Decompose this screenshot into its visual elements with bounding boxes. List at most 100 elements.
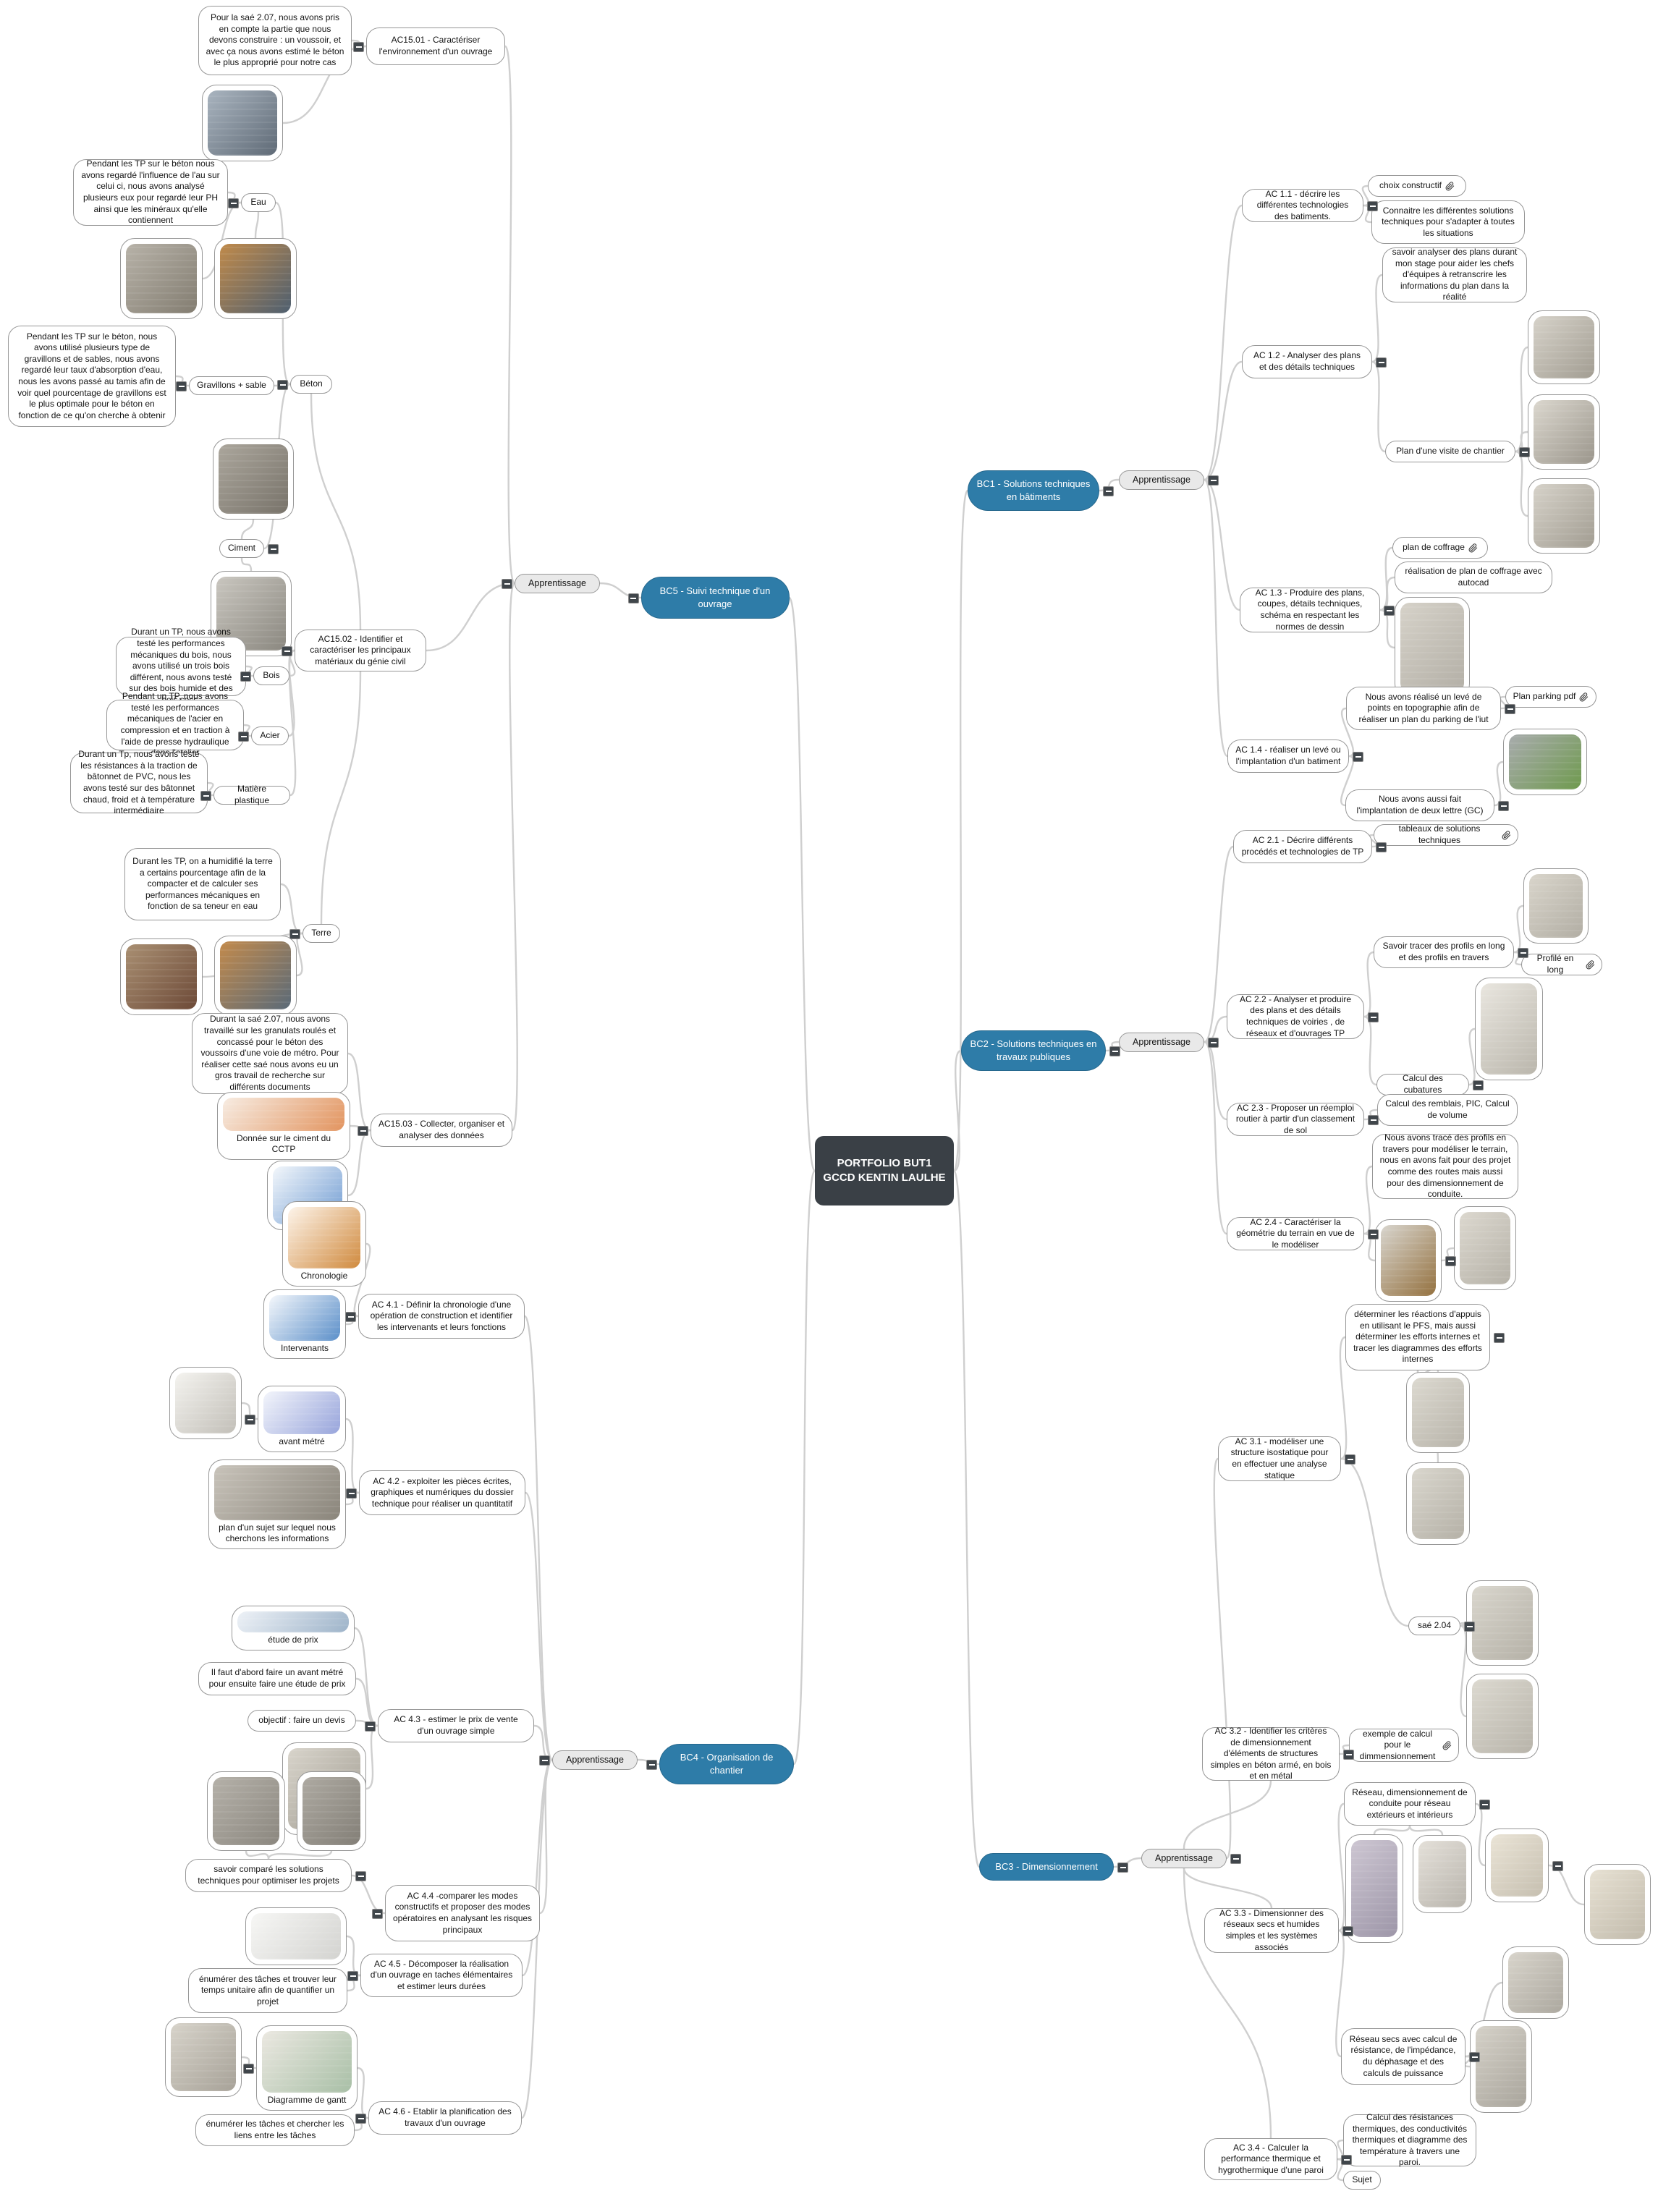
topic-t-savoir[interactable]: savoir comparé les solutions techniques … [185, 1859, 352, 1892]
collapse-button-app2[interactable] [1208, 1038, 1219, 1048]
image-node-i-avmetre[interactable]: avant métré [258, 1386, 346, 1452]
topic-t-leve[interactable]: Nous avons réalisé un levé de points en … [1346, 687, 1501, 730]
topic-t-trace[interactable]: Nous avons tracé des profils en travers … [1372, 1132, 1518, 1199]
topic-t-acier[interactable]: Pendant un TP, nous avons testé les perf… [106, 691, 244, 758]
topic-ac34[interactable]: AC 3.4 - Calculer la performance thermiq… [1204, 2138, 1337, 2180]
collapse-button-t-reseau2[interactable] [1469, 2052, 1480, 2062]
topic-ac22[interactable]: AC 2.2 - Analyser et produire des plans … [1227, 994, 1364, 1039]
apprentissage-pill-app2[interactable]: Apprentissage [1119, 1032, 1204, 1052]
topic-t-enum2[interactable]: énumérer les tâches et chercher les lien… [195, 2114, 355, 2146]
collapse-button-plast[interactable] [200, 791, 211, 801]
image-node-i-interv[interactable]: Intervenants [263, 1289, 346, 1359]
topic-ac44[interactable]: AC 4.4 -comparer les modes constructifs … [385, 1885, 540, 1941]
topic-ac46[interactable]: AC 4.6 - Etablir la planification des tr… [368, 2101, 522, 2135]
collapse-button-n-visite[interactable] [1519, 447, 1530, 457]
image-node-i-res2[interactable] [1413, 1835, 1472, 1913]
image-node-i-cub[interactable] [1475, 978, 1543, 1080]
image-node-i-coffr[interactable] [1395, 597, 1470, 698]
collapse-button-t-leve[interactable] [1505, 704, 1515, 714]
topic-ac24[interactable]: AC 2.4 - Caractériser la géométrie du te… [1227, 1217, 1364, 1250]
image-node-i-ganttdoc[interactable] [165, 2017, 242, 2097]
collapse-button-app5[interactable] [502, 579, 512, 589]
topic-t-reseau1[interactable]: Réseau, dimensionnement de conduite pour… [1344, 1782, 1476, 1826]
topic-t-enum1[interactable]: énumérer des tâches et trouver leur temp… [188, 1968, 347, 2013]
topic-ciment[interactable]: Ciment [219, 539, 264, 558]
attachment-a-coffr[interactable]: plan de coffrage [1392, 537, 1488, 559]
collapse-button-ac13[interactable] [1384, 606, 1395, 616]
image-node-i-avdoc[interactable] [169, 1367, 242, 1439]
collapse-button-ac12[interactable] [1376, 357, 1387, 368]
topic-t-plast[interactable]: Durant un Tp, nous avons testé les résis… [70, 749, 208, 815]
image-node-i-vis3[interactable] [1528, 478, 1600, 554]
topic-ac42[interactable]: AC 4.2 - exploiter les pièces écrites, g… [359, 1470, 525, 1515]
topic-t-autocad[interactable]: réalisation de plan de coffrage avec aut… [1395, 562, 1552, 593]
topic-plast[interactable]: Matière plastique [213, 784, 290, 805]
image-node-i-chantier1[interactable] [202, 85, 283, 161]
topic-t-remblais[interactable]: Calcul des remblais, PIC, Calcul de volu… [1377, 1094, 1518, 1126]
topic-bois[interactable]: Bois [253, 666, 289, 685]
image-node-i-etudeprix[interactable]: étude de prix [232, 1606, 355, 1650]
topic-ac43[interactable]: AC 4.3 - estimer le prix de vente d'un o… [378, 1709, 534, 1742]
topic-ac1502[interactable]: AC15.02 - Identifier et caractériser les… [295, 630, 426, 671]
collapse-button-ac1501[interactable] [353, 42, 364, 52]
image-node-i-profil2[interactable] [1454, 1206, 1516, 1290]
branch-bc3[interactable]: BC3 - Dimensionnement [979, 1853, 1114, 1881]
topic-grav[interactable]: Gravillons + sable [189, 376, 274, 395]
image-node-i-tableau[interactable] [245, 1907, 347, 1965]
topic-ac14[interactable]: AC 1.4 - réaliser un levé ou l'implantat… [1227, 740, 1349, 773]
image-node-i-terre2[interactable] [214, 936, 297, 1015]
image-node-i-st1[interactable] [1406, 1372, 1470, 1453]
apprentissage-pill-app5[interactable]: Apprentissage [515, 573, 600, 593]
collapse-button-t-savoir[interactable] [355, 1871, 366, 1881]
image-node-i-res4[interactable] [1584, 1864, 1651, 1945]
collapse-button-beton[interactable] [277, 380, 288, 390]
collapse-button-bc2[interactable] [1109, 1046, 1120, 1056]
image-node-i-res3[interactable] [1485, 1828, 1549, 1902]
collapse-button-terre[interactable] [289, 929, 300, 939]
image-node-i-eau1[interactable] [120, 238, 203, 319]
collapse-button-i-papiers[interactable] [1445, 1256, 1456, 1266]
collapse-button-bc5[interactable] [627, 593, 639, 603]
collapse-button-ac14[interactable] [1353, 752, 1363, 762]
image-node-i-iut[interactable] [1503, 729, 1587, 795]
central-topic[interactable]: PORTFOLIO BUT1 GCCD KENTIN LAULHE [815, 1136, 954, 1205]
attachment-a-profil[interactable]: Profilé en long [1521, 953, 1602, 975]
image-node-i-res1[interactable] [1345, 1834, 1403, 1943]
collapse-button-i-avmetre[interactable] [245, 1415, 255, 1425]
collapse-button-ac31[interactable] [1345, 1454, 1355, 1465]
collapse-button-t-implant[interactable] [1498, 801, 1509, 811]
collapse-button-ac45[interactable] [347, 1971, 358, 1981]
topic-n-sae204[interactable]: saé 2.04 [1408, 1616, 1460, 1635]
collapse-button-ac43[interactable] [365, 1721, 376, 1732]
attachment-a-parking[interactable]: Plan parking pdf [1505, 686, 1596, 708]
image-node-i-st3[interactable] [1466, 1580, 1539, 1666]
topic-t-stage[interactable]: savoir analyser des plans durant mon sta… [1382, 247, 1527, 302]
attachment-a-exemple[interactable]: exemple de calcul pour le dimmensionneme… [1349, 1729, 1459, 1762]
image-node-i-papiers[interactable] [1375, 1219, 1442, 1302]
collapse-button-ac32[interactable] [1343, 1750, 1354, 1760]
collapse-button-ac34[interactable] [1341, 2155, 1352, 2165]
collapse-button-ac42[interactable] [346, 1488, 357, 1499]
apprentissage-pill-app4[interactable]: Apprentissage [552, 1750, 638, 1770]
topic-beton[interactable]: Béton [290, 375, 332, 394]
collapse-button-grav[interactable] [176, 381, 187, 391]
collapse-button-ac11[interactable] [1367, 201, 1378, 211]
image-node-i-cctp[interactable]: Donnée sur le ciment du CCTP [217, 1092, 350, 1160]
image-node-i-mur2[interactable] [297, 1771, 366, 1851]
collapse-button-n-sae204[interactable] [1464, 1622, 1475, 1632]
collapse-button-t-profils[interactable] [1518, 948, 1528, 958]
image-node-i-rs2[interactable] [1470, 2020, 1532, 2113]
topic-n-sujet[interactable]: Sujet [1343, 2171, 1381, 2190]
topic-ac13[interactable]: AC 1.3 - Produire des plans, coupes, dét… [1240, 588, 1380, 632]
collapse-button-ac23[interactable] [1368, 1115, 1379, 1125]
collapse-button-bc1[interactable] [1103, 486, 1114, 496]
topic-ac1501[interactable]: AC15.01 - Caractériser l'environnement d… [366, 27, 505, 65]
topic-acier[interactable]: Acier [251, 726, 289, 745]
topic-n-cubature[interactable]: Calcul des cubatures [1376, 1073, 1469, 1096]
topic-t-implant[interactable]: Nous avons aussi fait l'implantation de … [1345, 789, 1494, 821]
branch-bc1[interactable]: BC1 - Solutions techniques en bâtiments [968, 470, 1099, 511]
topic-t-terre[interactable]: Durant les TP, on a humidifié la terre a… [124, 848, 281, 920]
topic-ac23[interactable]: AC 2.3 - Proposer un réemploi routier à … [1227, 1103, 1364, 1136]
topic-ac41[interactable]: AC 4.1 - Définir la chronologie d'une op… [358, 1294, 525, 1339]
collapse-button-ac41[interactable] [345, 1312, 356, 1322]
